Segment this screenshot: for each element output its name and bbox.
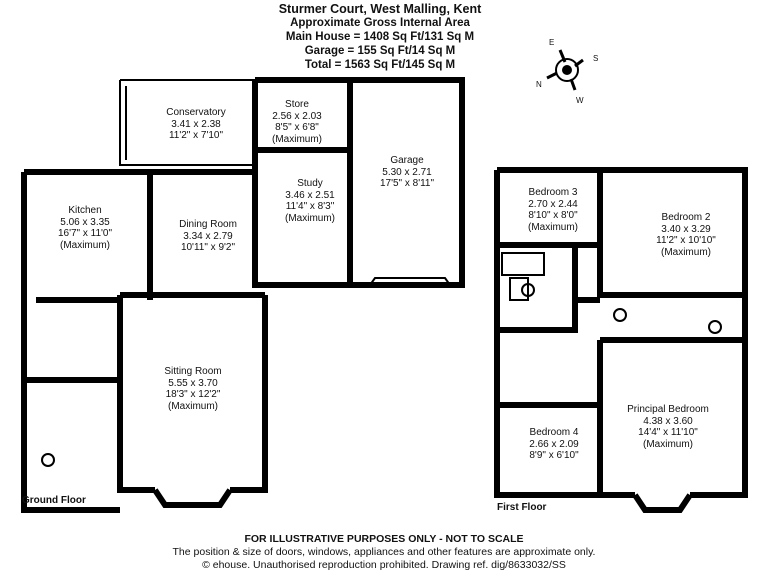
room-garage: Garage 5.30 x 2.71 17'5" x 8'11" bbox=[380, 155, 434, 190]
main-house-area: Main House = 1408 Sq Ft/131 Sq M bbox=[285, 31, 475, 43]
room-name: Bedroom 2 bbox=[661, 212, 711, 223]
room-metric: 5.30 x 2.71 bbox=[382, 166, 432, 178]
room-imperial: 17'5" x 8'11" bbox=[379, 178, 435, 189]
room-note: (Maximum) bbox=[59, 239, 110, 251]
room-dining: Dining Room 3.34 x 2.79 10'11" x 9'2" bbox=[179, 219, 237, 254]
footer: FOR ILLUSTRATIVE PURPOSES ONLY - NOT TO … bbox=[0, 533, 768, 572]
room-note: (Maximum) bbox=[168, 400, 218, 412]
room-note: (Maximum) bbox=[643, 438, 693, 450]
room-metric: 2.56 x 2.03 bbox=[272, 110, 322, 122]
subtitle: Approximate Gross Internal Area bbox=[290, 17, 470, 29]
compass-icon bbox=[546, 49, 584, 91]
room-metric: 3.40 x 3.29 bbox=[661, 223, 711, 235]
room-bedroom-2: Bedroom 2 3.40 x 3.29 11'2" x 10'10" (Ma… bbox=[656, 212, 716, 258]
room-kitchen: Kitchen 5.06 x 3.35 16'7" x 11'0" (Maxim… bbox=[58, 205, 112, 251]
room-imperial: 8'10" x 8'0" bbox=[528, 210, 578, 221]
room-imperial: 11'2" x 7'10" bbox=[168, 130, 224, 141]
ground-floor-label: Ground Floor bbox=[22, 495, 86, 506]
room-name: Dining Room bbox=[179, 219, 237, 230]
room-note: (Maximum) bbox=[285, 212, 335, 224]
room-bedroom-3: Bedroom 3 2.70 x 2.44 8'10" x 8'0" (Maxi… bbox=[528, 187, 578, 233]
room-imperial: 10'11" x 9'2" bbox=[180, 242, 236, 253]
compass-e: E bbox=[549, 38, 555, 47]
room-name: Store bbox=[285, 99, 309, 110]
ground-floor-walls bbox=[21, 77, 465, 513]
header: Sturmer Court, West Malling, Kent Approx… bbox=[230, 2, 530, 72]
compass-s: S bbox=[593, 54, 599, 63]
room-name: Sitting Room bbox=[164, 366, 222, 377]
room-imperial: 11'4" x 8'3" bbox=[285, 201, 335, 212]
compass-w: W bbox=[576, 96, 584, 105]
room-name: Garage bbox=[390, 155, 424, 166]
room-store: Store 2.56 x 2.03 8'5" x 6'8" (Maximum) bbox=[272, 99, 322, 145]
room-name: Principal Bedroom bbox=[627, 404, 709, 415]
room-imperial: 8'5" x 6'8" bbox=[275, 122, 319, 133]
room-name: Kitchen bbox=[68, 205, 102, 216]
footer-note: The position & size of doors, windows, a… bbox=[172, 546, 596, 558]
room-imperial: 16'7" x 11'0" bbox=[57, 228, 113, 239]
room-metric: 5.06 x 3.35 bbox=[60, 216, 110, 228]
room-sitting: Sitting Room 5.55 x 3.70 18'3" x 12'2" (… bbox=[164, 366, 221, 412]
room-metric: 5.55 x 3.70 bbox=[168, 377, 218, 389]
garage-area: Garage = 155 Sq Ft/14 Sq M bbox=[304, 45, 456, 57]
room-metric: 4.38 x 3.60 bbox=[643, 415, 693, 427]
room-metric: 3.41 x 2.38 bbox=[171, 118, 221, 130]
room-name: Bedroom 3 bbox=[528, 187, 578, 198]
room-imperial: 11'2" x 10'10" bbox=[656, 235, 716, 246]
room-imperial: 14'4" x 11'10" bbox=[638, 427, 698, 438]
total-area: Total = 1563 Sq Ft/145 Sq M bbox=[304, 59, 456, 71]
room-note: (Maximum) bbox=[660, 246, 711, 258]
room-note: (Maximum) bbox=[528, 221, 578, 233]
room-metric: 3.46 x 2.51 bbox=[285, 189, 335, 201]
room-name: Study bbox=[297, 178, 323, 189]
title: Sturmer Court, West Malling, Kent bbox=[278, 2, 482, 16]
conservatory-walls bbox=[41, 79, 722, 467]
room-study: Study 3.46 x 2.51 11'4" x 8'3" (Maximum) bbox=[285, 178, 335, 224]
room-imperial: 8'9" x 6'10" bbox=[529, 450, 579, 461]
first-floor-walls bbox=[494, 167, 748, 513]
room-name: Bedroom 4 bbox=[529, 427, 579, 438]
room-conservatory: Conservatory 3.41 x 2.38 11'2" x 7'10" bbox=[166, 107, 225, 142]
room-principal-bedroom: Principal Bedroom 4.38 x 3.60 14'4" x 11… bbox=[627, 404, 709, 450]
first-floor-label: First Floor bbox=[497, 502, 547, 513]
copyright: © ehouse. Unauthorised reproduction proh… bbox=[202, 559, 566, 571]
room-note: (Maximum) bbox=[272, 133, 322, 145]
room-imperial: 18'3" x 12'2" bbox=[165, 389, 221, 400]
disclaimer: FOR ILLUSTRATIVE PURPOSES ONLY - NOT TO … bbox=[244, 533, 524, 545]
room-name: Conservatory bbox=[166, 107, 226, 118]
room-metric: 3.34 x 2.79 bbox=[183, 230, 233, 242]
room-bedroom-4: Bedroom 4 2.66 x 2.09 8'9" x 6'10" bbox=[529, 427, 578, 462]
room-metric: 2.66 x 2.09 bbox=[529, 438, 579, 450]
compass-n: N bbox=[536, 80, 542, 89]
room-metric: 2.70 x 2.44 bbox=[528, 198, 578, 210]
